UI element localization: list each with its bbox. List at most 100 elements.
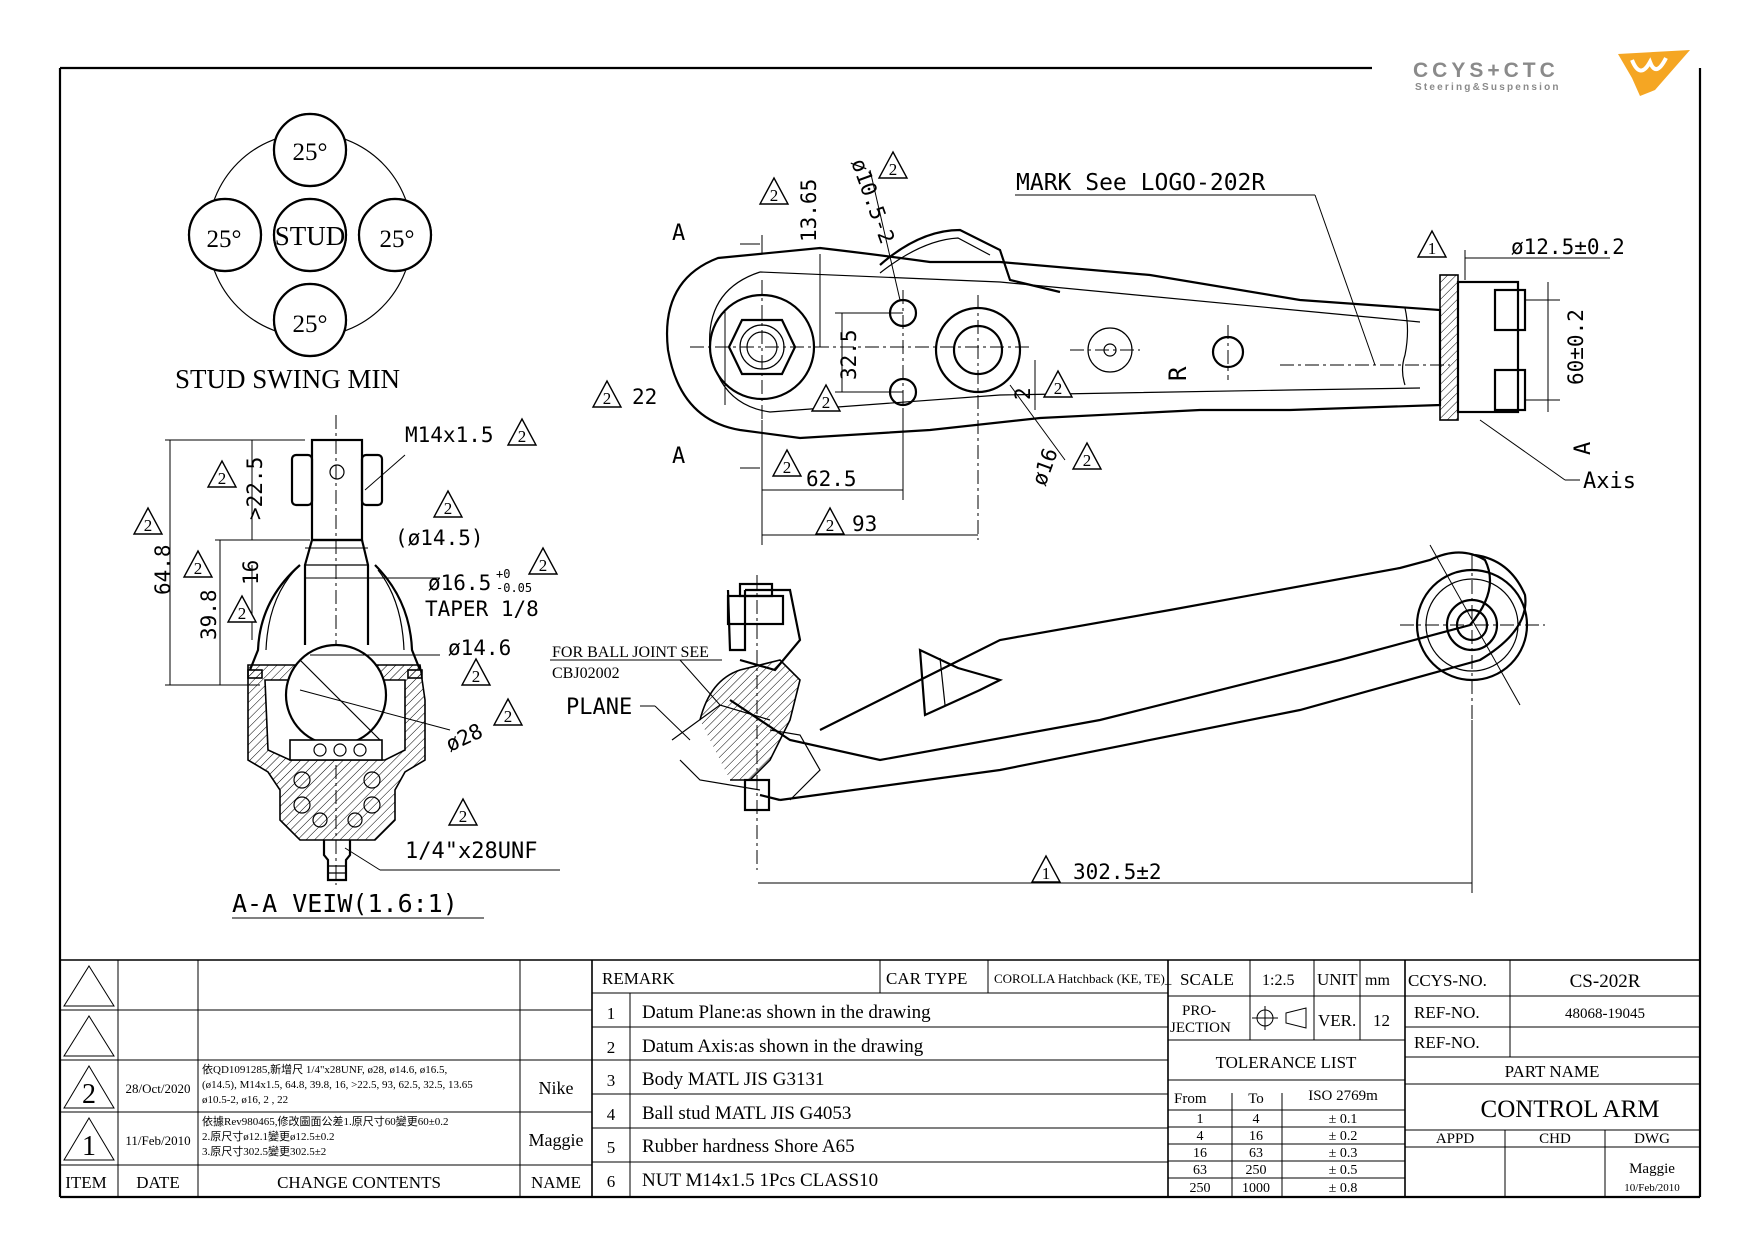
section-fitting-thread: 1/4"x28UNF: [405, 839, 537, 864]
svg-text:2: 2: [603, 389, 612, 408]
svg-text:63: 63: [1249, 1146, 1263, 1161]
section-taper: TAPER 1/8: [425, 597, 539, 621]
svg-text:3: 3: [607, 1071, 616, 1090]
dwg-date: 10/Feb/2010: [1624, 1182, 1680, 1194]
svg-text:2: 2: [504, 707, 513, 726]
svg-text:2: 2: [822, 393, 831, 412]
svg-text:From: From: [1174, 1091, 1207, 1107]
section-dim-648: 64.8: [151, 544, 175, 595]
svg-text:2: 2: [472, 667, 481, 686]
stud-label: STUD: [275, 221, 346, 251]
remark-2: Datum Axis:as shown in the drawing: [642, 1036, 924, 1057]
header-contents: CHANGE CONTENTS: [277, 1173, 441, 1192]
swing-angle-right: 25°: [380, 226, 415, 253]
border-frame: [58, 66, 1702, 1199]
svg-text:2: 2: [218, 469, 227, 488]
ccys-no-value: CS-202R: [1570, 971, 1641, 992]
r-mark: R: [1164, 366, 1192, 381]
part-name-value: CONTROL ARM: [1481, 1096, 1660, 1123]
svg-text:2: 2: [444, 499, 453, 518]
svg-text:± 0.1: ± 0.1: [1329, 1112, 1358, 1127]
svg-text:63: 63: [1193, 1163, 1207, 1178]
svg-text:2: 2: [518, 427, 527, 446]
svg-text:± 0.8: ± 0.8: [1329, 1181, 1358, 1196]
svg-text:1: 1: [1428, 239, 1437, 258]
ref-no-label-2: REF-NO.: [1414, 1033, 1480, 1052]
svg-text:16: 16: [1193, 1146, 1207, 1161]
svg-text:依據Rev980465,修改圖面公差1.原尺寸60變更60±: 依據Rev980465,修改圖面公差1.原尺寸60變更60±0.2: [202, 1114, 449, 1128]
scale-value: 1:2.5: [1262, 972, 1294, 989]
side-view: FOR BALL JOINT SEE CBJ02002 PLANE 1 302.…: [550, 544, 1545, 893]
svg-text:250: 250: [1246, 1163, 1267, 1178]
swing-angle-left: 25°: [207, 226, 242, 253]
header-name: NAME: [531, 1173, 581, 1192]
remark-3: Body MATL JIS G3131: [642, 1069, 824, 1090]
swing-angle-bottom: 25°: [293, 311, 328, 338]
svg-text:依QD1091285,新增尺 1/4"x28UNF, ø28: 依QD1091285,新增尺 1/4"x28UNF, ø28, ø14.6, ø…: [202, 1062, 448, 1076]
plane-label: PLANE: [566, 695, 632, 720]
svg-text:2: 2: [770, 186, 779, 205]
section-view-aa: M14x1.5 2 >22.5 2 16 64.8 2 39.8 2 2 (ø1…: [133, 415, 560, 919]
appd-label: APPD: [1436, 1131, 1475, 1147]
datum-a-mark: A: [1571, 442, 1596, 455]
section-marker-top: A: [672, 221, 685, 246]
svg-text:3.原尺寸302.5變更302.5±2: 3.原尺寸302.5變更302.5±2: [202, 1144, 326, 1158]
logo-brand: CCYS+CTC: [1413, 59, 1559, 82]
svg-text:1: 1: [607, 1004, 616, 1023]
top-dim-1365: 13.65: [797, 179, 821, 242]
svg-text:± 0.3: ± 0.3: [1329, 1146, 1358, 1161]
svg-text:(ø14.5), M14x1.5, 64.8, 39.8,: (ø14.5), M14x1.5, 64.8, 39.8, 16, >22.5,…: [202, 1079, 473, 1091]
svg-text:2: 2: [194, 559, 203, 578]
logo-tagline: Steering&Suspension: [1415, 82, 1561, 93]
remark-5: Rubber hardness Shore A65: [642, 1136, 855, 1157]
svg-text:+0: +0: [496, 567, 510, 581]
revision-1-item: 1: [82, 1131, 96, 1162]
top-dim-325: 32.5: [837, 329, 861, 380]
svg-text:4: 4: [1253, 1112, 1260, 1127]
section-dim-28: ø28: [442, 719, 487, 757]
svg-text:5: 5: [607, 1138, 616, 1157]
ball-joint-note: FOR BALL JOINT SEE: [552, 644, 709, 661]
swing-angle-top: 25°: [293, 139, 328, 166]
section-dim-146: ø14.6: [448, 636, 511, 660]
svg-text:4: 4: [1197, 1129, 1204, 1144]
remark-6: NUT M14x1.5 1Pcs CLASS10: [642, 1170, 878, 1191]
section-dim-398: 39.8: [197, 589, 221, 640]
svg-text:1000: 1000: [1242, 1181, 1270, 1196]
svg-text:2: 2: [607, 1038, 616, 1057]
projection-symbol-icon: [1252, 1006, 1307, 1030]
svg-text:-0.05: -0.05: [496, 581, 532, 595]
revision-1-name: Maggie: [529, 1130, 584, 1150]
svg-text:2: 2: [783, 458, 792, 477]
svg-text:1: 1: [1042, 864, 1051, 883]
remark-1: Datum Plane:as shown in the drawing: [642, 1002, 931, 1023]
svg-text:ISO 2769m: ISO 2769m: [1308, 1088, 1378, 1104]
stud-swing-caption: STUD SWING MIN: [175, 364, 400, 394]
ball-joint-ref: CBJ02002: [552, 665, 620, 682]
section-marker-bottom: A: [672, 444, 685, 469]
header-item: ITEM: [65, 1173, 107, 1192]
section-thread-label: M14x1.5: [405, 423, 494, 447]
title-block: 2 28/Oct/2020 依QD1091285,新增尺 1/4"x28UNF,…: [60, 959, 1700, 1197]
svg-text:2: 2: [826, 516, 835, 535]
revision-2-item: 2: [82, 1079, 96, 1110]
svg-text:2: 2: [238, 604, 247, 623]
car-type-value: COROLLA Hatchback (KE, TE)_: [994, 971, 1172, 986]
section-dim-145: (ø14.5): [395, 526, 484, 550]
ver-label: VER.: [1318, 1011, 1356, 1030]
svg-text:± 0.2: ± 0.2: [1329, 1129, 1358, 1144]
top-dim-93: 93: [852, 512, 877, 536]
stud-swing-diagram: STUD 25° 25° 25° 25° STUD SWING MIN: [175, 112, 433, 394]
svg-text:16: 16: [1249, 1129, 1263, 1144]
svg-text:6: 6: [607, 1172, 616, 1191]
remark-4: Ball stud MATL JIS G4053: [642, 1103, 851, 1124]
tolerance-title: TOLERANCE LIST: [1216, 1053, 1357, 1072]
chd-label: CHD: [1539, 1131, 1571, 1147]
top-dim-625: 62.5: [806, 467, 857, 491]
logo-swoosh-icon: [1618, 50, 1690, 96]
svg-text:2: 2: [889, 160, 898, 179]
ref-no-value: 48068-19045: [1565, 1006, 1645, 1022]
mark-note: MARK See LOGO-202R: [1016, 170, 1265, 196]
svg-text:2.原尺寸ø12.1變更ø12.5±0.2: 2.原尺寸ø12.1變更ø12.5±0.2: [202, 1129, 335, 1143]
